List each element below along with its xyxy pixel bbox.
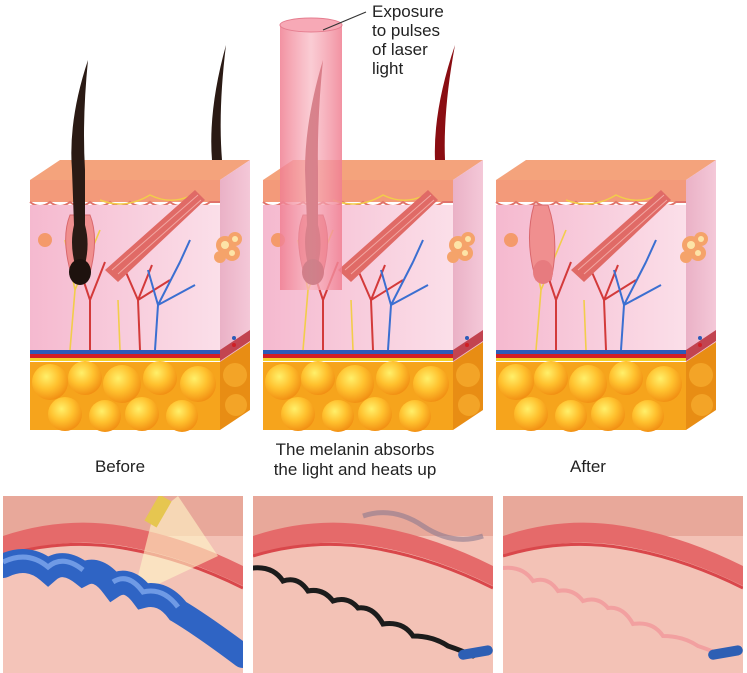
annotation-pointer	[322, 11, 367, 31]
vein-treatment-strip	[0, 496, 747, 673]
caption-after: After	[570, 457, 606, 476]
empty-follicle	[528, 204, 556, 281]
hair-before	[71, 60, 88, 280]
annotation-line: to pulses	[372, 21, 441, 40]
skin-block-laser	[262, 17, 484, 433]
laser-beam	[279, 17, 343, 290]
annotation-line: Exposure	[372, 2, 444, 21]
skin-block-after	[495, 159, 717, 433]
caption-before: Before	[94, 457, 146, 476]
treated-vein	[253, 565, 476, 659]
vein-panel-before	[3, 496, 243, 673]
laser-annotation: Exposure to pulses of laser light	[372, 2, 482, 78]
annotation-line: of laser	[372, 40, 428, 59]
caption-middle-line1: The melanin absorbs	[275, 440, 435, 459]
annotation-line: light	[372, 59, 404, 78]
vein-panel-after	[503, 496, 743, 673]
caption-middle: The melanin absorbs the light and heats …	[240, 440, 470, 480]
faded-vein	[503, 565, 725, 658]
laser-hair-removal-diagram	[29, 11, 717, 433]
skin-block-before	[29, 45, 251, 433]
varicose-vein	[3, 549, 243, 668]
vein-panel-heated	[253, 496, 493, 673]
caption-middle-line2: the light and heats up	[273, 460, 437, 479]
